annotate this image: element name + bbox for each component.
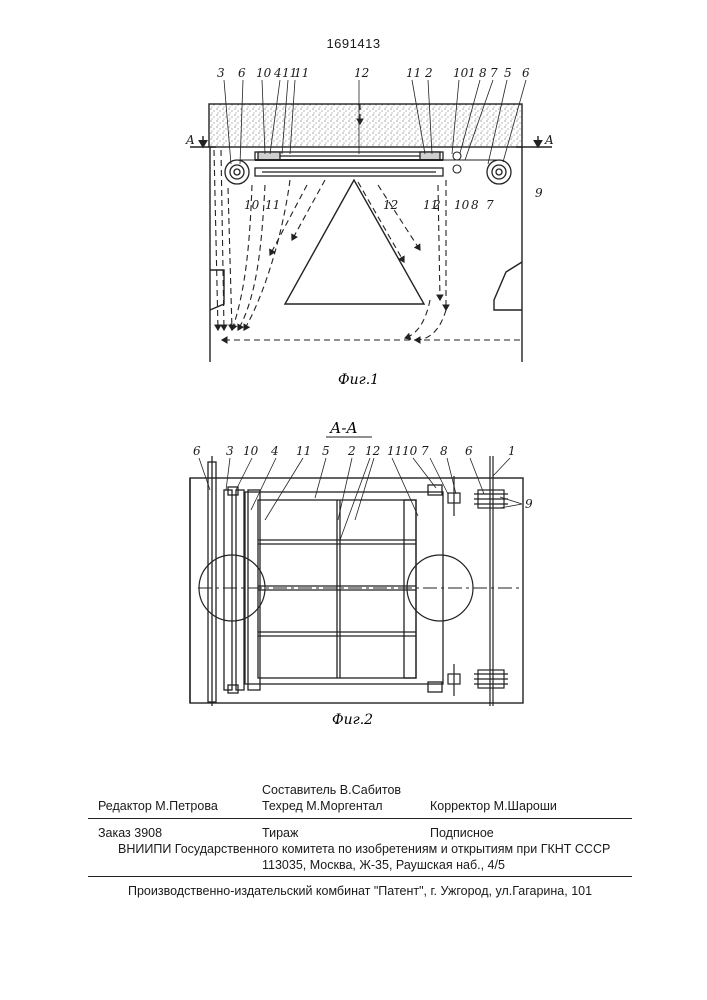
publisher-text: Производственно-издательский комбинат "П… [128, 884, 592, 898]
circulation-text: Тираж [262, 826, 298, 840]
org-text: ВНИИПИ Государственного комитета по изоб… [118, 842, 610, 856]
corrector-text: Корректор М.Шароши [430, 799, 557, 813]
subscription-text: Подписное [430, 826, 494, 840]
fig2-label: 5 [322, 444, 330, 458]
address-text: 113035, Москва, Ж-35, Раушская наб., 4/5 [262, 858, 505, 872]
compiler-text: Составитель В.Сабитов [262, 783, 401, 797]
fig2-label: 7 [421, 444, 429, 458]
fig2-label: 11 [296, 444, 311, 458]
figure-2-caption: Фиг.2 [332, 712, 373, 728]
right-shaft-assembly [448, 456, 508, 706]
fig2-label: 11 [387, 444, 402, 458]
fig2-label: 8 [440, 444, 448, 458]
techred-text: Техред М.Моргентал [262, 799, 383, 813]
fig2-label: 10 [243, 444, 259, 458]
fig2-label: 6 [193, 444, 201, 458]
fig2-label: 6 [465, 444, 473, 458]
fig2-label: 3 [226, 444, 234, 458]
figure-2-drawing: А-А [0, 0, 707, 760]
editor-text: Редактор М.Петрова [98, 799, 218, 813]
left-frame-members [224, 487, 260, 693]
fig2-label: 4 [270, 444, 279, 458]
fig2-label: 2 [347, 444, 356, 458]
divider [88, 876, 632, 877]
divider [88, 818, 632, 819]
fig2-label: 12 [365, 444, 380, 458]
grate-frame [245, 485, 443, 692]
order-text: Заказ 3908 [98, 826, 162, 840]
left-shaft [208, 456, 216, 706]
fig2-label: 10 [402, 444, 418, 458]
fig2-label: 1 [508, 444, 516, 458]
fig2-side-label: 9 [525, 497, 533, 511]
section-title: А-А [329, 419, 358, 437]
